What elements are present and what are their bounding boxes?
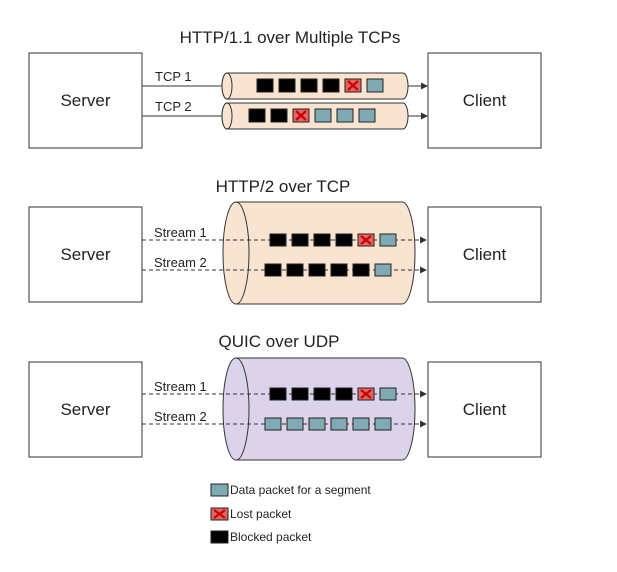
- client-label: Client: [463, 91, 507, 110]
- legend-label: Blocked packet: [230, 530, 312, 544]
- blocked-packet: [313, 387, 331, 401]
- data-packet: [366, 78, 384, 93]
- server-label: Server: [60, 91, 110, 110]
- stream1-packets: [269, 387, 397, 401]
- client-label: Client: [463, 400, 507, 419]
- blocked-packet: [256, 78, 274, 93]
- data-packet: [314, 108, 332, 123]
- udp-cylinder: [222, 357, 416, 461]
- stream1-packets: [269, 233, 397, 247]
- server-label: Server: [60, 245, 110, 264]
- lost-packet: [357, 387, 375, 401]
- data-packet: [286, 417, 304, 431]
- lost-packet: [344, 78, 362, 93]
- section-quic: QUIC over UDP Server Client Stream 1 Str…: [28, 332, 542, 461]
- lost-packet: [210, 507, 229, 521]
- blocked-packet: [322, 78, 340, 93]
- client-box: [427, 52, 542, 149]
- stream2-packets: [264, 263, 392, 277]
- stream2-label: Stream 2: [154, 255, 207, 270]
- blocked-packet: [286, 263, 304, 277]
- tcp-cylinder: [222, 201, 416, 305]
- section-http1: HTTP/1.1 over Multiple TCPs Server Clien…: [28, 28, 542, 149]
- legend-label: Lost packet: [230, 507, 292, 521]
- blocked-packet: [300, 78, 318, 93]
- blocked-packet: [269, 233, 287, 247]
- section-title: HTTP/1.1 over Multiple TCPs: [180, 28, 401, 47]
- tcp2-label: TCP 2: [155, 99, 192, 114]
- data-packet: [374, 417, 392, 431]
- stream1-label: Stream 1: [154, 379, 207, 394]
- stream1-label: Stream 1: [154, 225, 207, 240]
- server-box: [28, 206, 143, 303]
- data-packet: [352, 417, 370, 431]
- tcp1-label: TCP 1: [155, 69, 192, 84]
- section-title: HTTP/2 over TCP: [216, 177, 351, 196]
- client-box: [427, 361, 542, 458]
- blocked-packet: [308, 263, 326, 277]
- data-packet: [308, 417, 326, 431]
- blocked-packet: [313, 233, 331, 247]
- data-packet: [358, 108, 376, 123]
- blocked-packet: [335, 233, 353, 247]
- data-packet: [374, 263, 392, 277]
- tcp1-packets: [256, 78, 384, 93]
- legend-label: Data packet for a segment: [230, 483, 371, 497]
- server-box: [28, 361, 143, 458]
- blocked-packet: [278, 78, 296, 93]
- data-packet: [330, 417, 348, 431]
- server-label: Server: [60, 400, 110, 419]
- lost-packet: [357, 233, 375, 247]
- legend: Data packet for a segment Lost packet Bl…: [210, 483, 371, 544]
- lost-packet: [292, 108, 310, 123]
- blocked-packet: [270, 108, 288, 123]
- blocked-packet: [291, 387, 309, 401]
- client-label: Client: [463, 245, 507, 264]
- tcp2-packets: [248, 108, 376, 123]
- blocked-packet: [248, 108, 266, 123]
- legend-item-blocked: Blocked packet: [210, 530, 312, 544]
- blocked-packet: [264, 263, 282, 277]
- data-packet: [379, 233, 397, 247]
- legend-item-lost: Lost packet: [210, 507, 292, 521]
- data-packet: [264, 417, 282, 431]
- blocked-packet: [210, 530, 229, 544]
- client-box: [427, 206, 542, 303]
- section-title: QUIC over UDP: [219, 332, 340, 351]
- blocked-packet: [291, 233, 309, 247]
- server-box: [28, 52, 143, 149]
- stream2-label: Stream 2: [154, 409, 207, 424]
- section-http2: HTTP/2 over TCP Server Client Stream 1 S…: [28, 177, 542, 305]
- stream2-packets: [264, 417, 392, 431]
- legend-item-data: Data packet for a segment: [210, 483, 371, 497]
- data-packet: [379, 387, 397, 401]
- blocked-packet: [269, 387, 287, 401]
- blocked-packet: [330, 263, 348, 277]
- blocked-packet: [352, 263, 370, 277]
- data-packet: [336, 108, 354, 123]
- blocked-packet: [335, 387, 353, 401]
- data-packet: [210, 483, 229, 497]
